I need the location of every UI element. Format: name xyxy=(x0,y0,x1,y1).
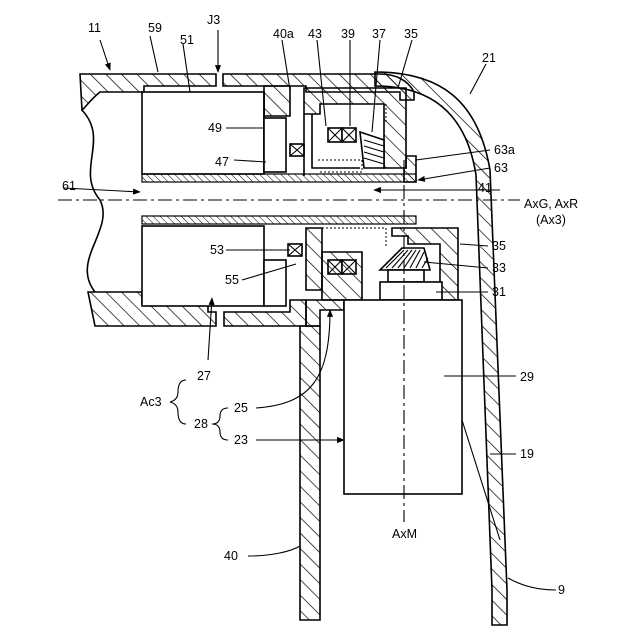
motor-27 xyxy=(142,226,286,306)
label-AxM: AxM xyxy=(392,527,417,541)
label-33: 33 xyxy=(492,261,506,275)
bearing-53 xyxy=(288,244,302,256)
label-55: 55 xyxy=(225,273,239,287)
bearing-39 xyxy=(328,128,356,142)
bearing-43 xyxy=(290,144,304,156)
bevel-gear-37 xyxy=(360,132,384,168)
column-40 xyxy=(300,300,344,620)
label-43: 43 xyxy=(308,27,322,41)
left-housing xyxy=(82,110,103,292)
label-23: 23 xyxy=(234,433,248,447)
label-21: 21 xyxy=(482,51,496,65)
label-29: 29 xyxy=(520,370,534,384)
label-63: 63 xyxy=(494,161,508,175)
label-49: 49 xyxy=(208,121,222,135)
label-Ac3: Ac3 xyxy=(140,395,162,409)
label-61: 61 xyxy=(62,179,76,193)
label-axis-AxG: AxG, AxR xyxy=(524,197,578,211)
motor-29 xyxy=(344,300,462,494)
label-35-top: 35 xyxy=(404,27,418,41)
label-63a: 63a xyxy=(494,143,515,157)
label-41: 41 xyxy=(478,181,492,195)
member-63 xyxy=(404,156,416,182)
label-31: 31 xyxy=(492,285,506,299)
label-19: 19 xyxy=(520,447,534,461)
label-53: 53 xyxy=(210,243,224,257)
label-11: 11 xyxy=(88,21,101,35)
label-9: 9 xyxy=(558,583,565,597)
label-47: 47 xyxy=(215,155,229,169)
label-28: 28 xyxy=(194,417,208,431)
label-40: 40 xyxy=(224,549,238,563)
label-27: 27 xyxy=(197,369,211,383)
label-25: 25 xyxy=(234,401,248,415)
label-J3: J3 xyxy=(207,13,220,27)
label-37: 37 xyxy=(372,27,386,41)
label-40a: 40a xyxy=(273,27,294,41)
label-51: 51 xyxy=(180,33,194,47)
label-59: 59 xyxy=(148,21,162,35)
label-39: 39 xyxy=(341,27,355,41)
shaft-61 xyxy=(142,174,416,224)
label-35-bottom: 35 xyxy=(492,239,506,253)
label-axis-Ax3: (Ax3) xyxy=(536,213,566,227)
